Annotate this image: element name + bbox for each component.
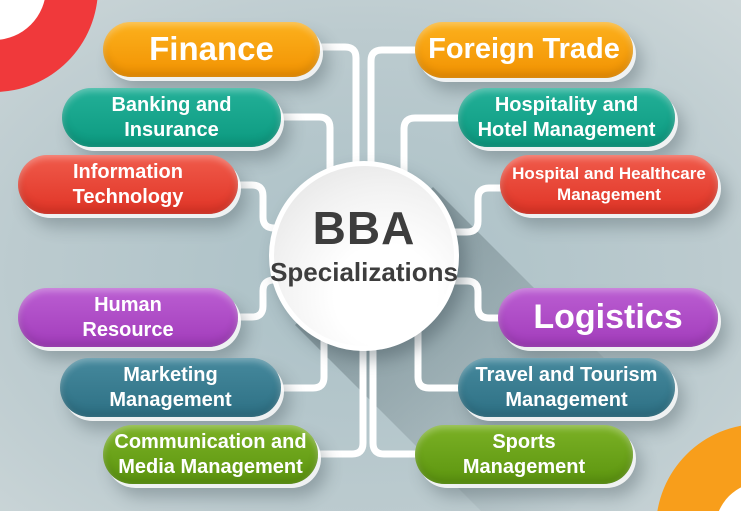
node-human-resource-line1: Human	[94, 294, 162, 317]
node-human-resource: Human Resource	[18, 288, 238, 347]
node-information-technology-line1: Information	[73, 161, 183, 184]
node-communication-media: Communication and Media Management	[103, 425, 318, 484]
connector-banking-insurance	[277, 113, 334, 180]
node-hospital-healthcare-line1: Hospital and Healthcare	[512, 163, 706, 183]
connector-finance	[316, 43, 360, 175]
node-communication-media-line1: Communication and	[114, 431, 307, 454]
node-hospitality-hotel: Hospitality and Hotel Management	[458, 88, 675, 147]
center-subheading: Specializations	[270, 256, 458, 287]
node-travel-tourism-line1: Travel and Tourism	[475, 364, 658, 387]
node-logistics-label: Logistics	[533, 297, 683, 336]
connector-sports-management	[369, 335, 419, 458]
connector-foreign-trade	[367, 46, 419, 175]
center-node: BBA Specializations	[269, 161, 459, 351]
node-banking-insurance-line2: Insurance	[124, 118, 219, 141]
node-hospitality-hotel-line2: Hotel Management	[477, 118, 656, 141]
node-sports-management-line2: Management	[462, 455, 586, 478]
node-banking-insurance: Banking and Insurance	[62, 88, 281, 147]
node-marketing-management-line1: Marketing	[123, 364, 218, 387]
connector-information-technology	[234, 181, 288, 232]
connector-hospitality-hotel	[400, 114, 462, 185]
node-communication-media-line2: Media Management	[118, 455, 303, 478]
node-human-resource-line2: Resource	[82, 318, 174, 341]
node-marketing-management-line2: Management	[109, 388, 232, 411]
node-foreign-trade-label: Foreign Trade	[428, 33, 620, 66]
node-finance-label: Finance	[149, 30, 274, 68]
connector-logistics	[452, 277, 504, 322]
connector-communication-media	[314, 335, 367, 458]
node-logistics: Logistics	[498, 288, 718, 347]
node-marketing-management: Marketing Management	[60, 358, 281, 417]
center-node-text: BBA Specializations	[270, 201, 458, 288]
node-finance: Finance	[103, 22, 320, 77]
node-travel-tourism: Travel and Tourism Management	[458, 358, 675, 417]
node-information-technology: Information Technology	[18, 155, 238, 214]
connector-travel-tourism	[414, 324, 462, 392]
node-hospital-healthcare: Hospital and Healthcare Management	[500, 155, 718, 214]
connector-marketing-management	[277, 332, 328, 392]
node-hospital-healthcare-line2: Management	[557, 184, 661, 204]
connector-hospital-healthcare	[452, 184, 504, 236]
node-travel-tourism-line2: Management	[505, 388, 628, 411]
node-sports-management: Sports Management	[415, 425, 633, 484]
node-foreign-trade: Foreign Trade	[415, 22, 633, 78]
connector-human-resource	[234, 276, 288, 321]
node-hospitality-hotel-line1: Hospitality and	[494, 94, 639, 117]
node-information-technology-line2: Technology	[72, 185, 184, 208]
center-heading: BBA	[312, 201, 416, 254]
node-banking-insurance-line1: Banking and	[111, 94, 232, 117]
node-sports-management-line1: Sports	[492, 431, 556, 454]
